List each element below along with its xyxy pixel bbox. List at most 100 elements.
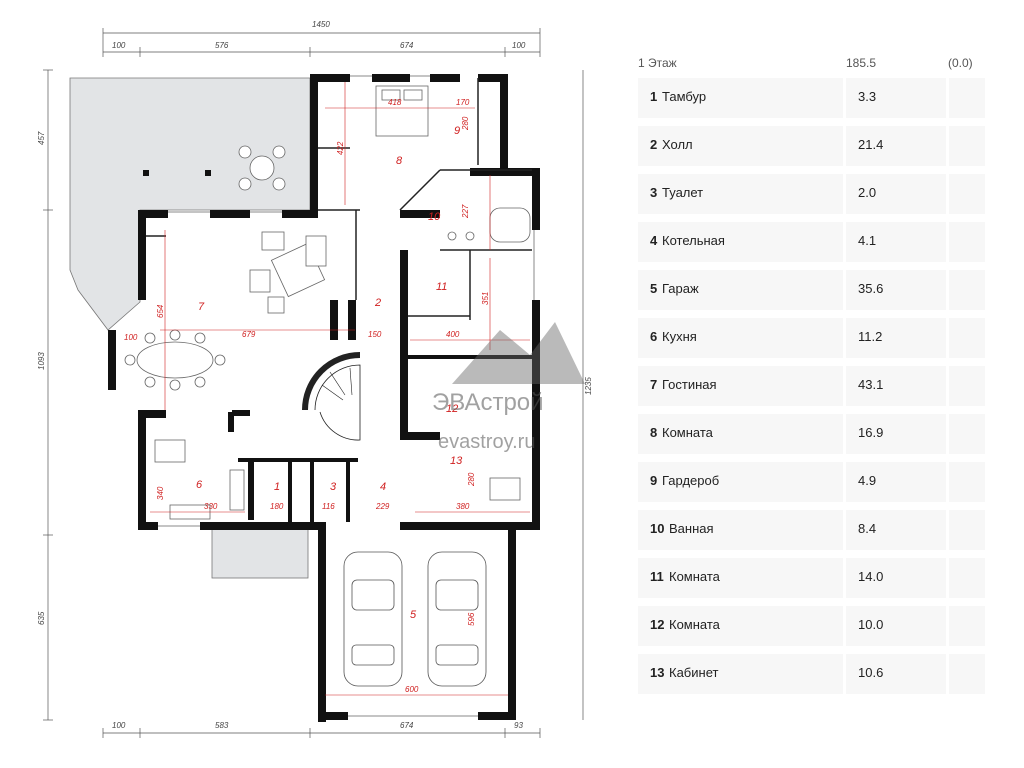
- room-name-cell: [638, 654, 843, 694]
- room-area-cell: [846, 462, 946, 502]
- room-area-cell: [846, 174, 946, 214]
- room-number-7: 7: [198, 301, 205, 313]
- room-area-cell: [846, 414, 946, 454]
- table-row: 2 Холл 21.4: [636, 122, 986, 170]
- floor-total-area: 185.5: [846, 56, 877, 70]
- table-row: 11 Комната 14.0: [636, 554, 986, 602]
- outdoor-table-icon: [238, 145, 286, 191]
- room-name-cell: [638, 462, 843, 502]
- room-number: 11: [650, 569, 664, 584]
- room-number-2: 2: [374, 297, 381, 309]
- floor-label: 1 Этаж: [638, 56, 677, 70]
- room-dim-r11-w: 400: [446, 330, 460, 339]
- room-area: 35.6: [858, 281, 884, 296]
- dim-top-total: 1450: [312, 20, 330, 29]
- room-extra-cell: [949, 174, 985, 214]
- watermark-logo-icon: [452, 322, 585, 384]
- table-row: 5 Гараж 35.6: [636, 266, 986, 314]
- dim-top-2: 576: [215, 41, 229, 50]
- table-row: 13 Кабинет 10.6: [636, 650, 986, 698]
- room-name: Гостиная: [662, 377, 717, 392]
- dim-bottom-3: 674: [400, 721, 414, 730]
- room-number-1: 1: [274, 481, 280, 493]
- room-area: 8.4: [858, 521, 877, 536]
- room-name-cell: [638, 414, 843, 454]
- dim-top-3: 674: [400, 41, 414, 50]
- room-number: 8: [650, 425, 658, 440]
- room-area: 21.4: [858, 137, 884, 152]
- table-row: 3 Туалет 2.0: [636, 170, 986, 218]
- room-number: 5: [650, 281, 658, 296]
- room-area: 10.0: [858, 617, 884, 632]
- terrace: [69, 77, 311, 331]
- floor-plan: 1450 100 576 674 100 100 583 674 93 457 …: [37, 20, 593, 738]
- room-dim-r7-h: 654: [156, 304, 165, 318]
- bottom-dimensions: [102, 728, 541, 738]
- room-dim-hall: 150: [368, 330, 382, 339]
- room-area: 11.2: [858, 329, 883, 344]
- room-area-cell: [846, 510, 946, 550]
- dim-left-3: 635: [37, 611, 46, 625]
- room-area: 2.0: [858, 185, 877, 200]
- room-area: 43.1: [858, 377, 884, 392]
- room-name: Котельная: [662, 233, 725, 248]
- room-name-cell: [638, 366, 843, 406]
- room-number: 10: [650, 521, 665, 536]
- room-extra-cell: [949, 510, 985, 550]
- left-dimensions: [43, 69, 584, 721]
- room-name: Туалет: [662, 185, 704, 200]
- room-name: Кухня: [662, 329, 697, 344]
- room-name: Кабинет: [669, 665, 719, 680]
- room-dim-r7-w: 679: [242, 330, 256, 339]
- room-number-9: 9: [454, 125, 460, 137]
- car-icon-right: [427, 551, 487, 687]
- car-icon-left: [343, 551, 403, 687]
- room-dim-r1-w: 180: [270, 502, 284, 511]
- room-number: 1: [650, 89, 658, 104]
- room-extra-cell: [949, 126, 985, 166]
- room-extra-cell: [949, 270, 985, 310]
- room-number: 9: [650, 473, 658, 488]
- dim-bottom-2: 583: [215, 721, 229, 730]
- room-number-3: 3: [330, 481, 337, 493]
- room-number-10: 10: [428, 211, 441, 223]
- room-name-cell: [638, 174, 843, 214]
- room-number: 2: [650, 137, 658, 152]
- room-number: 4: [650, 233, 658, 248]
- room-extra-cell: [949, 462, 985, 502]
- room-dim-r6-h: 340: [156, 486, 165, 500]
- table-row: 8 Комната 16.9: [636, 410, 986, 458]
- room-name: Ванная: [669, 521, 714, 536]
- walls: [108, 74, 540, 722]
- terrace-post-1: [143, 170, 149, 176]
- room-name: Комната: [662, 425, 713, 440]
- room-extra-cell: [949, 222, 985, 262]
- room-area: 4.9: [858, 473, 877, 488]
- room-number-5: 5: [410, 609, 417, 621]
- room-name: Комната: [669, 569, 720, 584]
- bathtub-icon: [447, 207, 531, 243]
- dim-top-4: 100: [512, 41, 526, 50]
- room-name-cell: [638, 270, 843, 310]
- room-dim-r3-w: 116: [322, 502, 335, 511]
- room-name-cell: [638, 318, 843, 358]
- desk-icon: [489, 477, 521, 501]
- room-number-6: 6: [196, 479, 203, 491]
- room-dim-r5-w: 600: [405, 685, 419, 694]
- top-dimensions: [102, 28, 541, 57]
- room-number: 3: [650, 185, 658, 200]
- room-area: 3.3: [858, 89, 877, 104]
- room-number-8: 8: [396, 155, 403, 167]
- floor-extra-area: (0.0): [948, 56, 973, 70]
- room-area: 14.0: [858, 569, 884, 584]
- table-row: 1 Тамбур 3.3: [636, 74, 986, 122]
- dim-left-1: 457: [37, 131, 46, 145]
- thin-walls: [146, 78, 532, 320]
- room-dim-r11-h: 351: [481, 292, 490, 305]
- room-dim-r8-h: 422: [336, 141, 345, 155]
- staircase-icon: [302, 352, 361, 441]
- room-dim-r9-h: 280: [461, 116, 470, 131]
- room-area-cell: [846, 558, 946, 598]
- rooms-table-body: 1 Тамбур 3.3 2 Холл 21.4 3 Туалет 2.0 4 …: [636, 74, 986, 698]
- room-dim-r13-w: 380: [456, 502, 470, 511]
